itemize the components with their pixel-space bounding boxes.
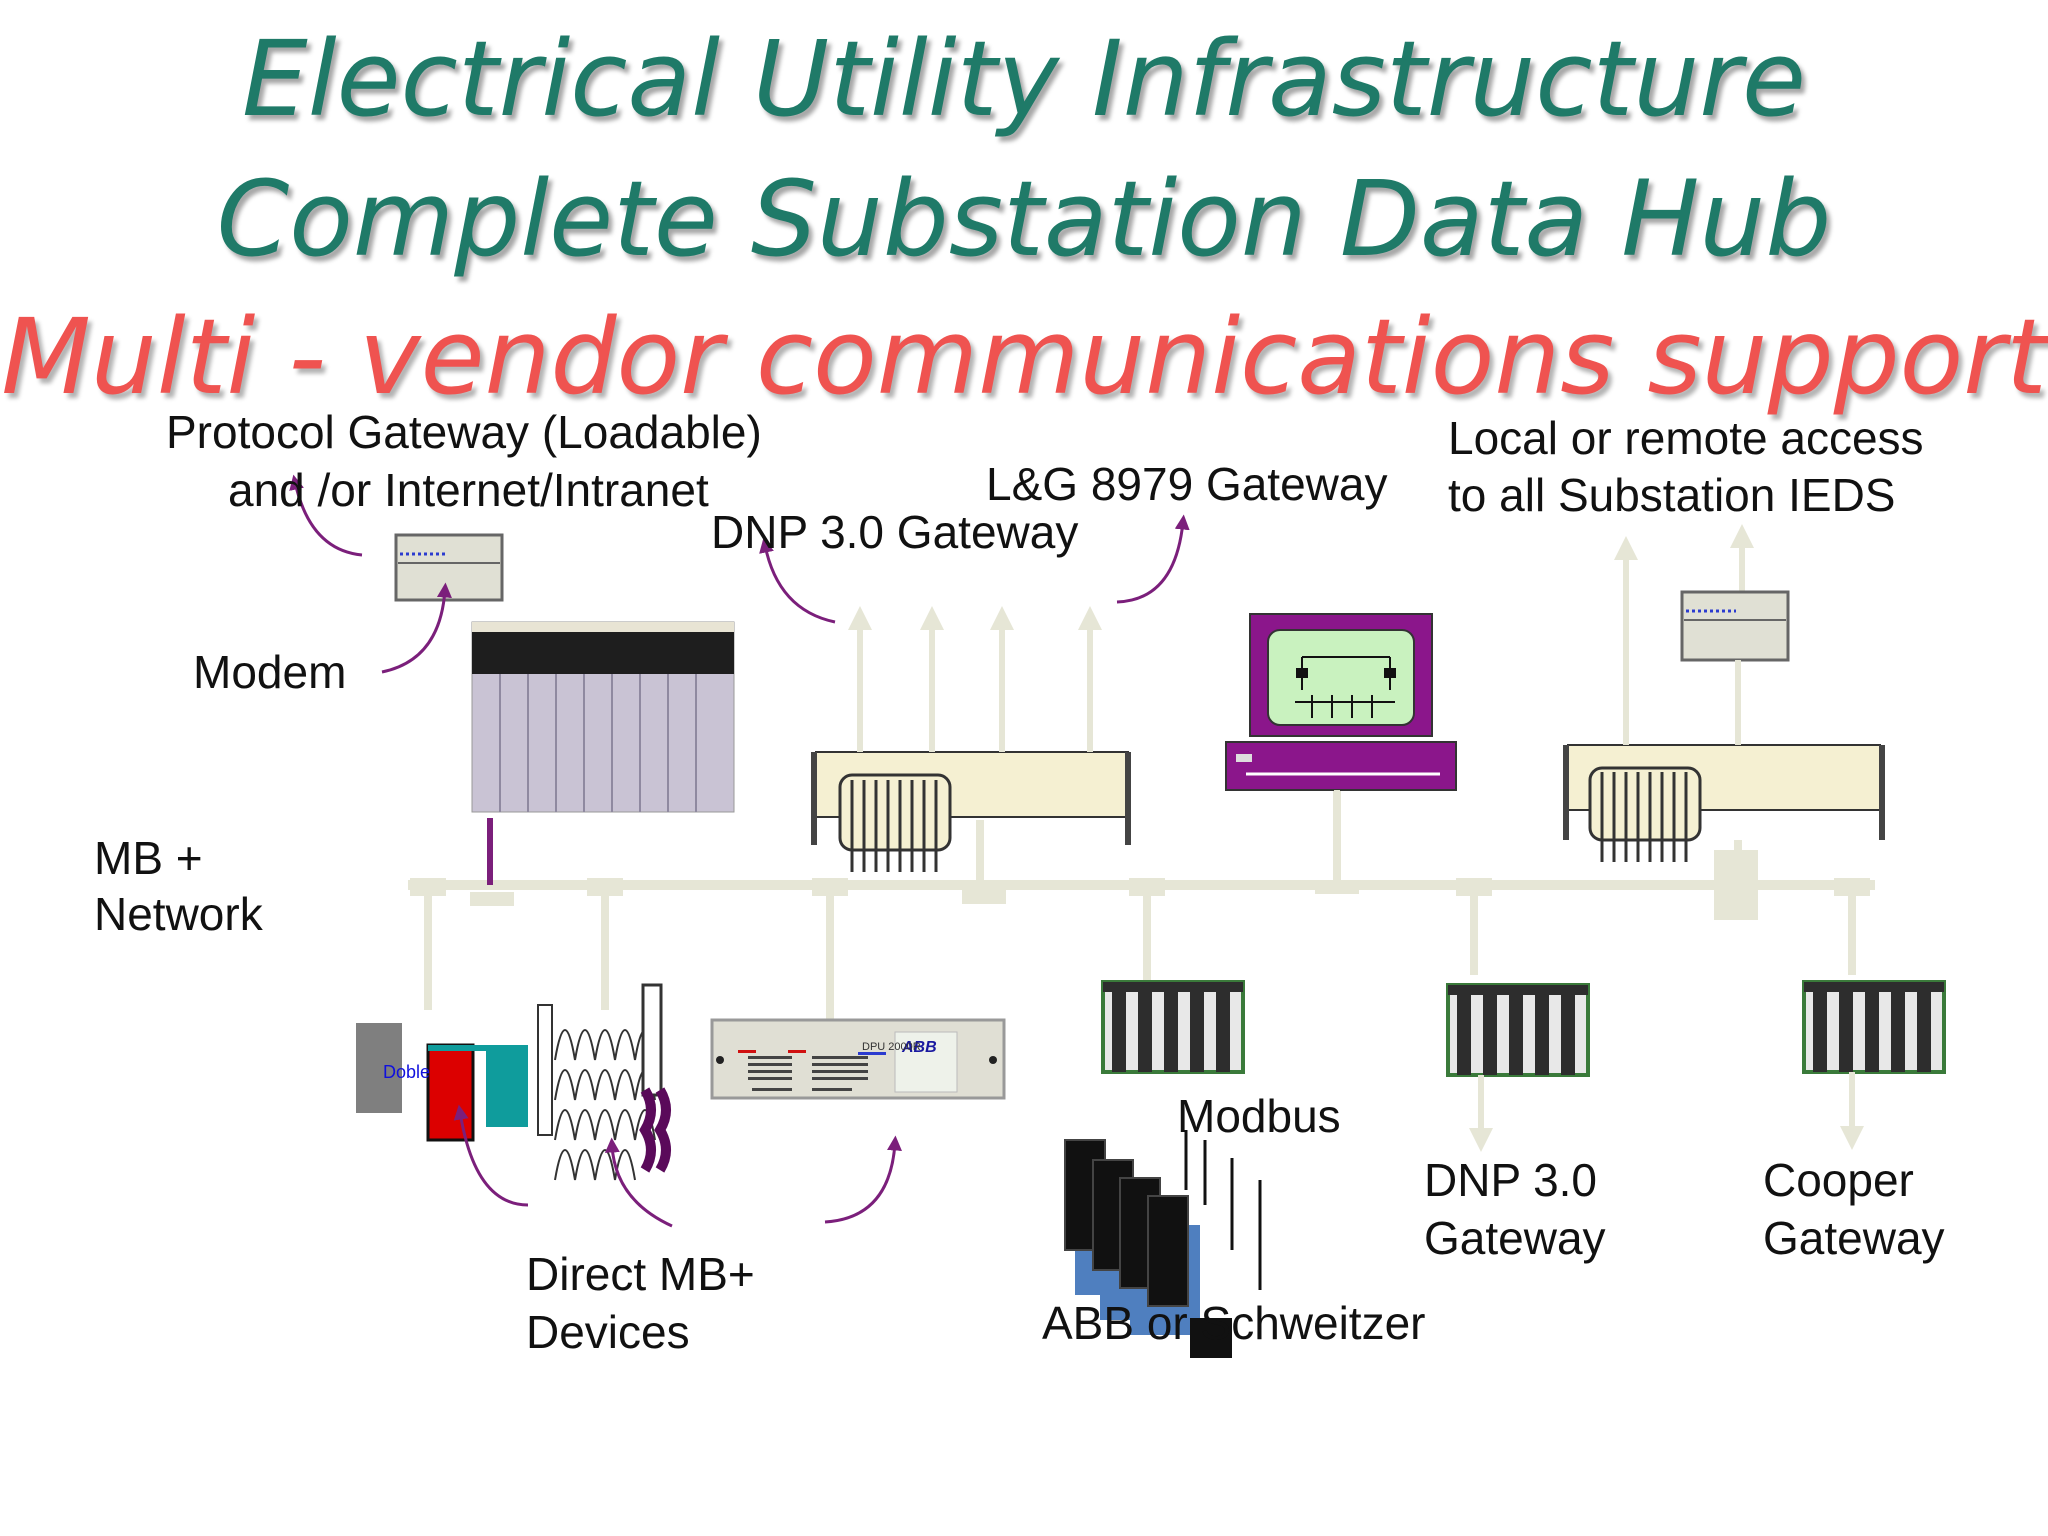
- modbus-label: Modbus: [1177, 1090, 1341, 1142]
- local-remote-label-2: to all Substation IEDS: [1448, 469, 1896, 521]
- dnp-gateway-bottom-label-2: Gateway: [1424, 1212, 1606, 1264]
- dpu-text: DPU 2000R: [862, 1041, 921, 1053]
- slide-title-line-1: Electrical Utility Infrastructure: [242, 18, 1806, 140]
- direct-mb-devices-label-2: Devices: [526, 1306, 690, 1358]
- gateway-chassis-right: [1563, 524, 1885, 862]
- dnp-gateway-plc: [1446, 983, 1590, 1152]
- dnp-gateway-top-label: DNP 3.0 Gateway: [711, 506, 1079, 558]
- modem-label: Modem: [193, 646, 347, 698]
- gateway-chassis-center: [811, 606, 1131, 872]
- plc-rack: [471, 621, 735, 885]
- doble-text: Doble: [383, 1062, 430, 1082]
- workstation-computer: [1225, 613, 1457, 885]
- direct-mb-devices-label-1: Direct MB+: [526, 1248, 755, 1300]
- protocol-gateway-label: Protocol Gateway (Loadable): [166, 406, 762, 458]
- dnp-gateway-bottom-label-1: DNP 3.0: [1424, 1154, 1598, 1206]
- direct-mb-plus-devices: Doble: [356, 983, 671, 1181]
- callout-arrows: [289, 474, 1190, 1228]
- abb-schweitzer-relays: [1064, 1130, 1262, 1358]
- slide-title-line-3: Multi - vendor communications support: [1, 296, 2047, 418]
- cooper-gateway-label-1: Cooper: [1763, 1154, 1914, 1206]
- slide-title-line-2: Complete Substation Data Hub: [216, 158, 1832, 280]
- modem-device: [394, 533, 504, 602]
- modbus-plc: [1101, 980, 1245, 1074]
- abb-dpu-relay: ABB DPU 2000R: [710, 1018, 1006, 1100]
- cooper-gateway-plc: [1802, 980, 1946, 1150]
- internet-intranet-label: and /or Internet/Intranet: [228, 464, 709, 516]
- mb-network-label-2: Network: [94, 888, 263, 940]
- cooper-gateway-label-2: Gateway: [1763, 1212, 1945, 1264]
- local-remote-label-1: Local or remote access: [1448, 412, 1924, 464]
- mb-network-label-1: MB +: [94, 832, 203, 884]
- abb-logo-text: ABB: [901, 1039, 937, 1056]
- abb-schweitzer-label: ABB or Schweitzer: [1042, 1297, 1426, 1349]
- lg-gateway-label: L&G 8979 Gateway: [986, 458, 1388, 510]
